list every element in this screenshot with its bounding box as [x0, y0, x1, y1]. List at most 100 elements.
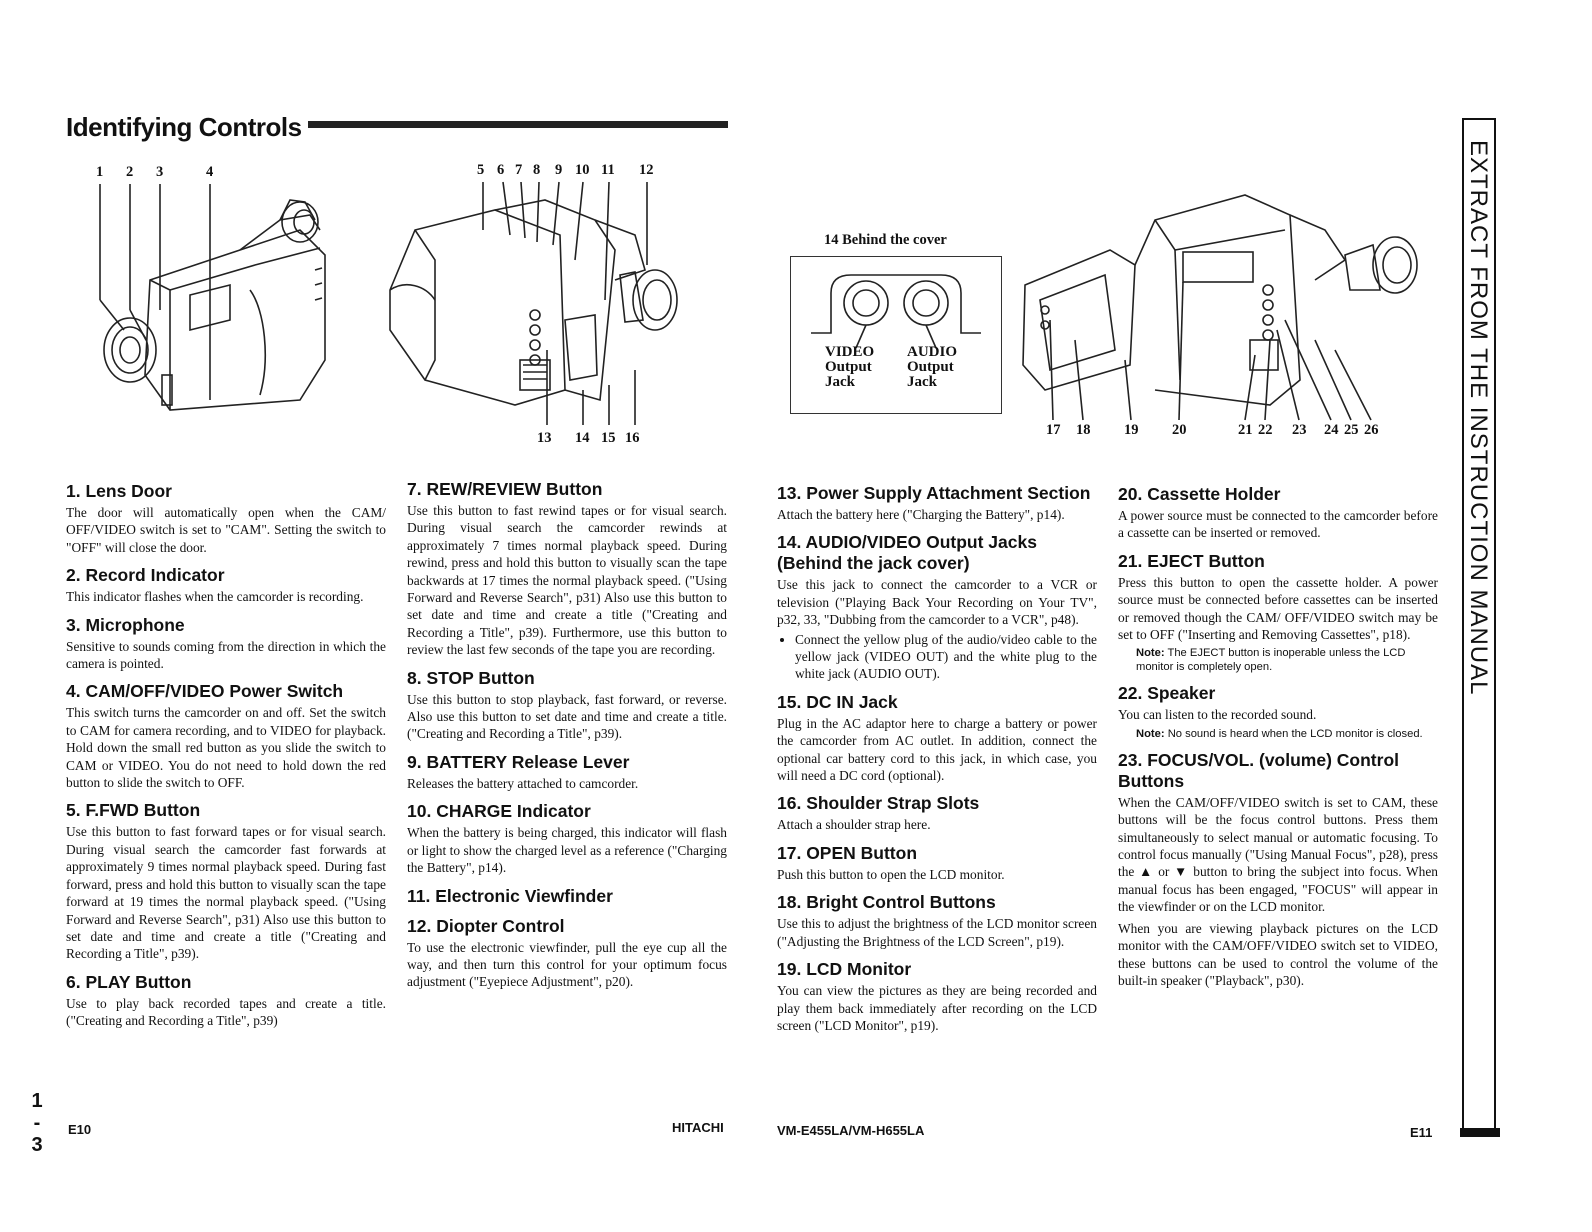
item-heading: 16. Shoulder Strap Slots — [777, 793, 980, 814]
item-text: Use this button to fast forward tapes or… — [66, 824, 386, 962]
item-heading: 7. REW/REVIEW Button — [407, 479, 603, 499]
note: Note: No sound is heard when the LCD mon… — [1136, 727, 1438, 741]
item-text: Sensitive to sounds coming from the dire… — [66, 638, 386, 672]
item-heading: 3. Microphone — [66, 614, 185, 635]
callout-11: 11 — [601, 162, 615, 178]
figure-left-view: 5 6 7 8 9 10 11 12 13 14 15 16 — [385, 160, 685, 450]
callout-15: 15 — [601, 430, 616, 446]
item-text: You can view the pictures as they are be… — [777, 983, 1097, 1033]
item-text: Releases the battery attached to camcord… — [407, 775, 639, 791]
item-heading: 1. Lens Door — [66, 481, 172, 501]
callout-19: 19 — [1124, 422, 1139, 438]
item-text: Attach the battery here ("Charging the B… — [777, 507, 1065, 522]
callout-10: 10 — [575, 162, 590, 178]
item-heading: 5. F.FWD Button — [66, 800, 201, 821]
item-heading: 6. PLAY Button — [66, 971, 192, 992]
footer-page-right: E11 — [1410, 1125, 1433, 1140]
item-text: Use this jack to connect the camcorder t… — [777, 577, 1097, 628]
item-text: To use the electronic viewfinder, pull t… — [407, 939, 727, 990]
item-heading: 23. FOCUS/VOL. (volume) Control Buttons — [1118, 749, 1399, 791]
callout-7: 7 — [515, 162, 523, 178]
camcorder-lcd-drawing — [1022, 194, 1418, 421]
item-text: This switch turns the camcorder on and o… — [66, 705, 386, 791]
callout-20: 20 — [1172, 422, 1187, 438]
sidebar-label: EXTRACT FROM THE INSTRUCTION MANUAL — [1465, 140, 1492, 696]
callout-21: 21 — [1238, 422, 1253, 438]
camcorder-side-drawing — [389, 181, 678, 425]
callout-2: 2 — [126, 164, 134, 180]
item-text: The door will automatically open when th… — [66, 505, 386, 555]
jack-cover-inset: VIDEO Output Jack AUDIO Output Jack — [790, 256, 1002, 414]
side-page-bot: 3 — [31, 1134, 43, 1156]
side-page-number: 1 - 3 — [30, 1090, 44, 1156]
item-text: When the battery is being charged, this … — [407, 825, 727, 876]
note-text: The EJECT button is inoperable unless th… — [1136, 647, 1406, 674]
audio-jack-word: AUDIO — [907, 344, 958, 360]
item-heading: 9. BATTERY Release Lever — [407, 751, 630, 772]
video-jack-label: VIDEO Output Jack — [825, 345, 874, 390]
item-heading: 20. Cassette Holder — [1118, 484, 1281, 504]
callout-12: 12 — [639, 162, 654, 178]
callout-17: 17 — [1046, 422, 1061, 438]
callout-22: 22 — [1258, 422, 1273, 438]
item-heading: 19. LCD Monitor — [777, 959, 912, 980]
callout-23: 23 — [1292, 422, 1307, 438]
callout-1: 1 — [96, 164, 104, 180]
item-heading: 21. EJECT Button — [1118, 550, 1265, 571]
note-label: Note: — [1136, 727, 1165, 740]
item-heading: 15. DC IN Jack — [777, 691, 898, 712]
item-text: Use this button to fast rewind tapes or … — [407, 503, 727, 658]
callout-8: 8 — [533, 162, 541, 178]
item-heading: 8. STOP Button — [407, 667, 535, 688]
bullet-item: Connect the yellow plug of the audio/vid… — [795, 631, 1097, 683]
callout-14: 14 — [575, 430, 590, 446]
callout-3: 3 — [156, 164, 164, 180]
item-heading: 14. AUDIO/VIDEO Output Jacks (Behind the… — [777, 532, 1037, 574]
item-text: Attach a shoulder strap here. — [777, 817, 931, 833]
callout-13: 13 — [537, 430, 552, 446]
item-heading: 11. Electronic Viewfinder — [407, 885, 613, 906]
callout-25: 25 — [1344, 422, 1359, 438]
callout-4: 4 — [206, 164, 214, 180]
callout-18: 18 — [1076, 422, 1091, 438]
figure-front-view: 1 2 3 4 — [90, 160, 350, 420]
item-text: Plug in the AC adaptor here to charge a … — [777, 715, 1097, 784]
item-text: Use this button to stop playback, fast f… — [407, 691, 727, 742]
audio-jack-label: AUDIO Output Jack — [907, 345, 957, 390]
item-heading: 18. Bright Control Buttons — [777, 892, 996, 913]
note-label: Note: — [1136, 647, 1165, 660]
item-text: You can listen to the recorded sound. — [1118, 707, 1317, 723]
audio-jack-word-2: Jack — [907, 374, 937, 390]
footer-model: VM-E455LA/VM-H655LA — [777, 1123, 925, 1138]
item-text: Press this button to open the cassette h… — [1118, 574, 1438, 643]
item-text: Push this button to open the LCD monitor… — [777, 866, 1005, 882]
callout-9: 9 — [555, 162, 563, 178]
item-text: Use to play back recorded tapes and crea… — [66, 995, 386, 1029]
callout-6: 6 — [497, 162, 505, 178]
audio-output-word: Output — [907, 359, 954, 375]
side-page-mid: - — [33, 1112, 41, 1134]
figure-lcd-view: 17 18 19 20 21 22 23 24 25 26 — [1015, 190, 1435, 450]
item-heading: 22. Speaker — [1118, 683, 1216, 704]
item-text: This indicator flashes when the camcorde… — [66, 589, 364, 605]
bullet-list: Connect the yellow plug of the audio/vid… — [777, 631, 1097, 683]
item-text: When you are viewing playback pictures o… — [1118, 920, 1438, 988]
sidebar-bar — [1460, 1128, 1500, 1137]
video-jack-word-2: Jack — [825, 374, 855, 390]
cover-caption: 14 Behind the cover — [824, 232, 947, 248]
note-text: No sound is heard when the LCD monitor i… — [1167, 727, 1423, 740]
jack-drawing — [811, 274, 981, 349]
item-text: A power source must be connected to the … — [1118, 508, 1438, 541]
item-heading: 12. Diopter Control — [407, 915, 565, 936]
video-output-word: Output — [825, 359, 872, 375]
item-heading: 2. Record Indicator — [66, 565, 225, 586]
column-3: 13. Power Supply Attachment Section Atta… — [777, 483, 1097, 1034]
column-2: 7. REW/REVIEW Button Use this button to … — [407, 479, 727, 991]
video-jack-word: VIDEO — [825, 344, 875, 360]
title-rule — [308, 121, 728, 128]
item-heading: 17. OPEN Button — [777, 842, 918, 863]
page-title: Identifying Controls — [66, 112, 302, 142]
item-heading: 10. CHARGE Indicator — [407, 801, 591, 822]
note: Note: The EJECT button is inoperable unl… — [1136, 646, 1438, 674]
side-page-top: 1 — [31, 1090, 43, 1112]
